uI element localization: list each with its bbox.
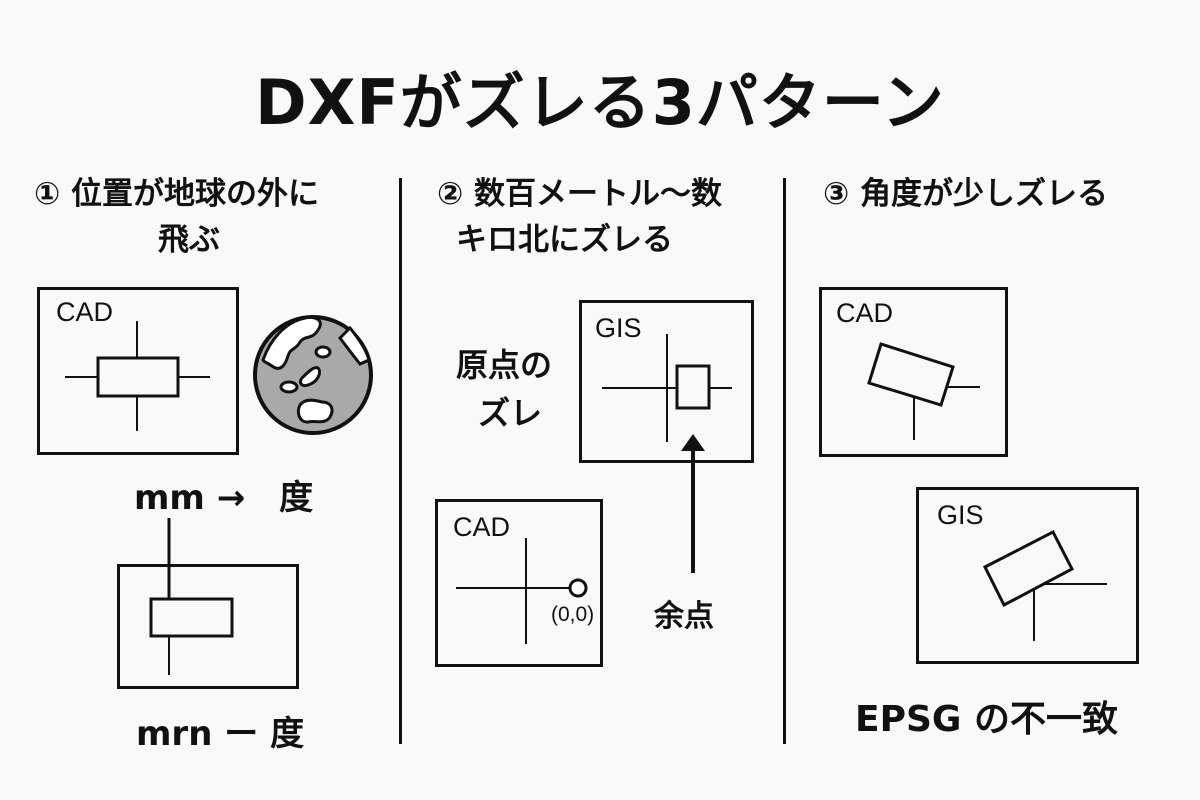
page-title: DXFがズレる3パターン	[255, 66, 945, 139]
section-3-heading-line1: ③ 角度が少しズレる	[823, 176, 1109, 212]
column-divider-2	[783, 178, 786, 744]
section-2-heading-line1: ② 数百メートル～数	[437, 176, 723, 212]
section-3-cad-box	[819, 287, 1008, 457]
section-1-heading-line2: 飛ぶ	[158, 222, 220, 258]
section-2-gis-label: GIS	[595, 313, 642, 343]
origin-shift-label-line1: 原点の	[456, 346, 553, 384]
section-1-mm-box	[117, 564, 299, 689]
section-2-cad-symbol	[456, 538, 588, 644]
arrow-label: 余点	[654, 599, 714, 634]
section-1-cad-symbol	[65, 321, 210, 431]
globe-icon	[253, 315, 373, 435]
section-3-gis-label: GIS	[937, 500, 984, 530]
section-2-cad-box	[435, 499, 603, 667]
section-1-bottom-label: mrn ー 度	[136, 714, 305, 754]
section-1-cad-box	[37, 287, 239, 455]
section-1-heading-line1: ① 位置が地球の外に	[34, 176, 320, 212]
arrow-up-icon	[681, 434, 705, 573]
section-3-bottom-label: EPSG の不一致	[855, 699, 1118, 740]
section-3-gis-rotated-symbol	[982, 529, 1107, 641]
column-divider-1	[399, 178, 402, 744]
origin-shift-label-line2: ズレ	[478, 394, 543, 432]
section-3-cad-label: CAD	[836, 298, 894, 328]
section-2-gis-symbol	[602, 334, 732, 442]
section-1-cad-label: CAD	[56, 297, 114, 327]
section-1-conversion-label: mm → 度	[134, 478, 314, 518]
section-2-gis-box	[579, 300, 754, 463]
section-3-gis-box	[916, 487, 1139, 664]
section-2-cad-label: CAD	[453, 512, 511, 542]
origin-coordinate-label: (0,0)	[551, 603, 595, 626]
section-3-cad-rotated-symbol	[867, 342, 980, 440]
section-1-mm-box-symbol	[149, 518, 234, 675]
section-2-heading-line2: キロ北にズレる	[456, 222, 673, 258]
